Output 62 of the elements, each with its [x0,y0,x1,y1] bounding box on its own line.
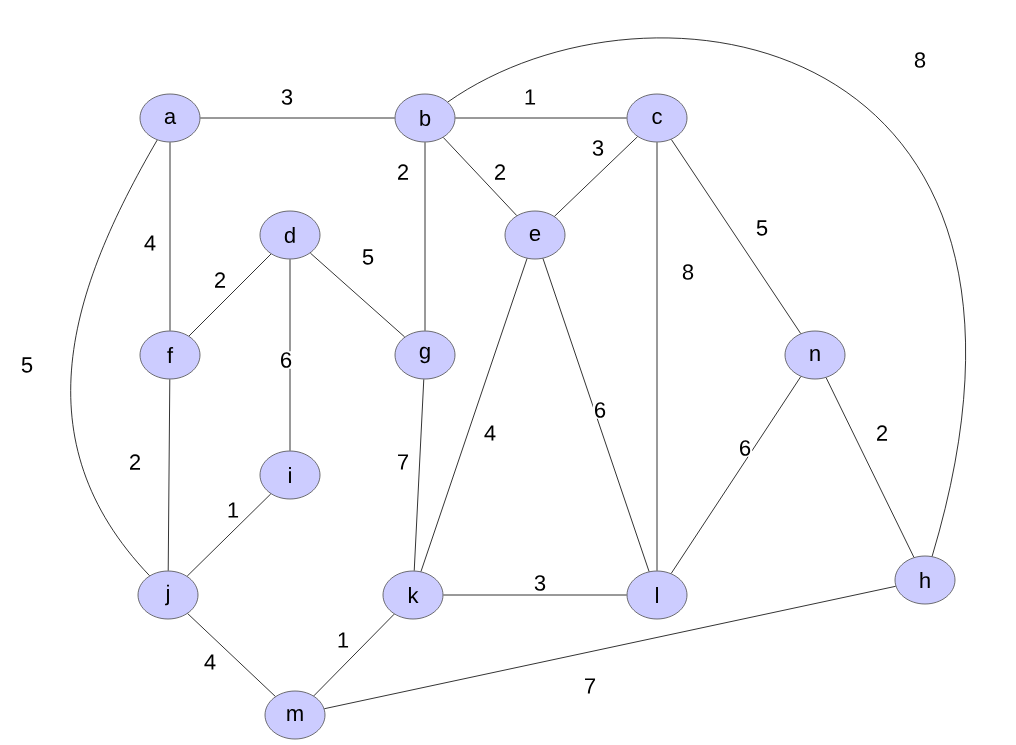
edge-weight: 6 [737,439,753,457]
vertex: n [784,330,846,380]
edge-line [169,142,171,331]
edge-line [542,258,650,572]
edge-weight: 7 [395,453,411,471]
vertex: i [259,450,321,500]
edge-line [310,252,406,338]
edge-line [554,136,638,217]
vertex: g [394,330,456,380]
vertex: c [626,93,688,143]
edge-line [313,613,395,697]
edge-line [424,142,426,331]
edge-line [187,613,276,697]
edge-line [447,38,966,557]
edge-weight: 2 [874,424,890,442]
vertex: h [894,555,956,605]
edge-line [442,137,518,216]
vertex: l [626,570,688,620]
edge-weight: 6 [592,401,608,419]
edge-weight: 4 [482,424,498,442]
edge-weight: 5 [360,248,376,266]
vertex: e [504,210,566,260]
edge-weight: 1 [225,501,241,519]
edge-weight: 4 [202,653,218,671]
vertex: f [139,330,201,380]
edge-line [200,117,395,119]
edge-weight: 2 [212,271,228,289]
edge-line [656,142,658,571]
edge-weight: 1 [335,631,351,649]
edge-weight: 3 [279,88,295,106]
vertex: b [394,93,456,143]
edge-line [289,259,291,451]
edge-weight: 1 [522,88,538,106]
vertex: a [139,93,201,143]
edge-weight: 8 [680,263,696,281]
edge-line [455,117,627,119]
edge-weight: 7 [582,677,598,695]
edge-line [324,585,897,710]
edge-line [670,376,802,574]
edge-line [825,377,915,558]
edge-weight: 4 [142,234,158,252]
vertex: d [259,210,321,260]
edge-line [443,594,627,596]
edge-weight: 2 [127,453,143,471]
edge-line [413,379,425,572]
edge-weight: 5 [754,219,770,237]
edge-weight: 2 [492,163,508,181]
edge-weight: 2 [395,163,411,181]
edge-weight: 3 [532,574,548,592]
edge-weight: 6 [278,351,294,369]
edge-line [167,379,171,571]
vertex: m [264,690,326,740]
edge-weight: 8 [912,51,928,69]
edge-line [670,139,802,334]
edge-line [70,139,158,577]
edge-weight: 3 [590,139,606,157]
vertex: j [137,570,199,620]
edge-line [186,493,272,577]
edge-line [188,253,272,337]
edge-weight: 5 [19,356,35,374]
edge-line [420,258,528,572]
vertex: k [382,570,444,620]
